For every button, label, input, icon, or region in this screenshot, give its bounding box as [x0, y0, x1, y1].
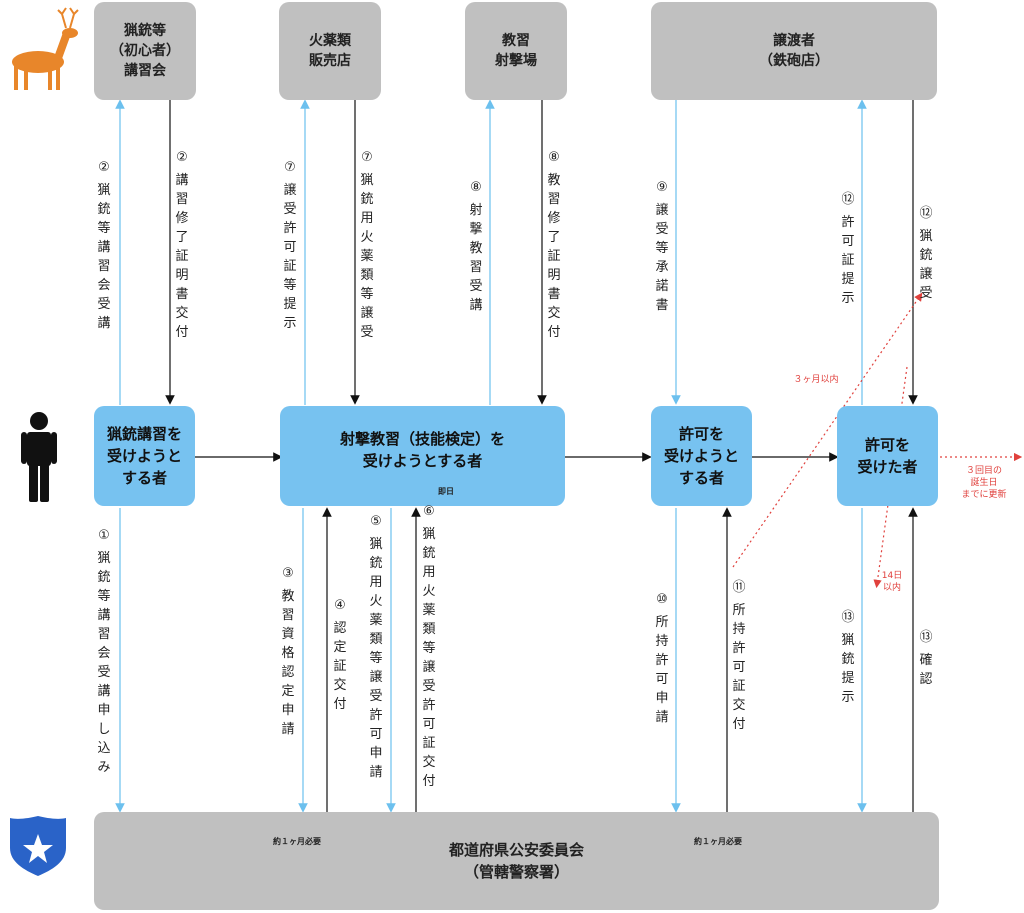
deer-icon	[12, 7, 79, 90]
box-m4: 許可を 受けた者	[837, 406, 938, 506]
badge-immediate: 即日	[438, 487, 454, 496]
note-three-months: ３ヶ月以内	[793, 375, 839, 385]
box-m1: 猟銃講習を 受けようと する者	[94, 406, 195, 506]
box-m2: 射撃教習（技能検定）を 受けようとする者	[280, 406, 565, 506]
arrow-fourteen-days	[873, 366, 908, 589]
box-powder-shop: 火薬類 販売店	[279, 2, 381, 100]
badge-month-right: 約１ヶ月必要	[694, 837, 742, 846]
box-lecture: 猟銃等 （初心者） 講習会	[94, 2, 196, 100]
box-public-safety-commission: 都道府県公安委員会 （管轄警察署）	[94, 812, 939, 910]
badge-month-left: 約１ヶ月必要	[273, 837, 321, 846]
note-fourteen-days: 14日 以内	[881, 571, 903, 593]
note-renewal: ３回目の 誕生日 までに更新	[961, 466, 1007, 500]
box-transferor: 譲渡者 （鉄砲店）	[651, 2, 937, 100]
box-m3: 許可を 受けようと する者	[651, 406, 752, 506]
person-icon	[21, 412, 57, 502]
box-range: 教習 射撃場	[465, 2, 567, 100]
police-badge-icon	[10, 816, 66, 876]
